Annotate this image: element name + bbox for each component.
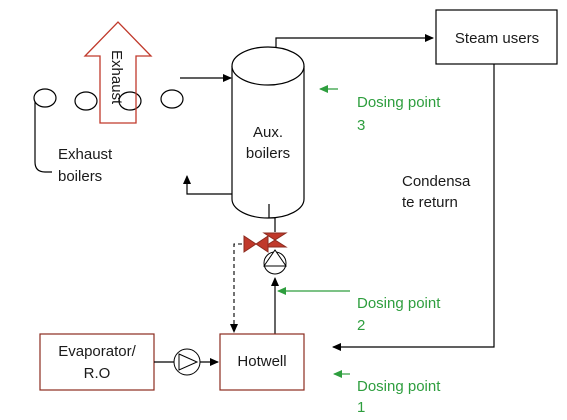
exhaust-boilers-label-1: Exhaust <box>58 146 113 163</box>
dosing-point-1-label: Dosing point <box>357 378 441 395</box>
condensate-return-line <box>332 64 495 351</box>
aux-boilers-label-1: Aux. <box>253 124 283 141</box>
steam-users-box <box>435 9 558 65</box>
recirculation-dashed-line <box>230 243 242 333</box>
dosing-point-3-label: Dosing point <box>357 94 441 111</box>
aux-to-exhaust-line <box>183 175 232 195</box>
exhaust-boiler-tubes <box>33 88 184 173</box>
dosing-point-3-number: 3 <box>357 117 365 134</box>
condensate-label-2: te return <box>402 194 458 211</box>
dosing-point-2-label: Dosing point <box>357 295 441 312</box>
dosing-point-2-number: 2 <box>357 317 365 334</box>
transfer-pump-icon <box>173 348 201 376</box>
condensate-label-1: Condensa <box>402 173 471 190</box>
feed-valve-icon <box>243 232 288 253</box>
hotwell-label: Hotwell <box>237 353 286 370</box>
aux-boilers-label-2: boilers <box>246 145 290 162</box>
steam-users-label: Steam users <box>455 30 539 47</box>
exhaust-boilers-label-2: boilers <box>58 168 102 185</box>
hotwell-box <box>219 333 305 391</box>
exhaust-arrow-label: Exhaust <box>108 50 125 105</box>
evaporator-label-2: R.O <box>84 365 111 382</box>
steam-line <box>275 34 434 48</box>
feed-pump-icon <box>263 249 287 275</box>
aux-boiler-cylinder: Aux. boilers <box>231 46 305 219</box>
evaporator-label-1: Evaporator/ <box>58 343 136 360</box>
evaporator-box <box>39 333 155 391</box>
dosing-point-1-number: 1 <box>357 399 365 416</box>
exhaust-arrow: Exhaust <box>83 21 153 124</box>
